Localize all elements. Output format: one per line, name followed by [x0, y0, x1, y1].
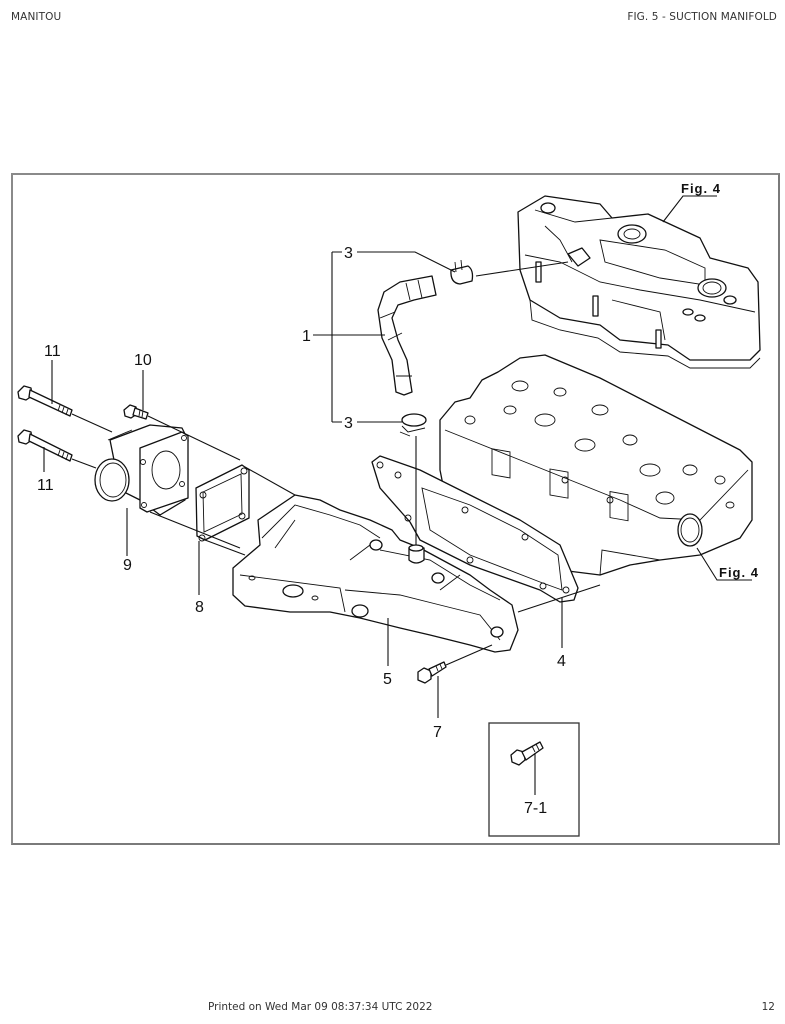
bolt-10-axis [147, 415, 241, 461]
bolt-11-upper [17, 385, 73, 417]
hose-clamp-upper [450, 259, 474, 285]
figure-title: FIG. 5 - SUCTION MANIFOLD [627, 11, 777, 23]
suction-manifold [232, 494, 519, 653]
bolt-7-axis [445, 644, 493, 666]
bolt-7 [417, 661, 447, 684]
assembly-axis-c [204, 539, 246, 556]
brand-name: MANITOU [11, 11, 62, 23]
printed-timestamp: Printed on Wed Mar 09 08:37:34 UTC 2022 [208, 1001, 433, 1013]
assembly-axis-a [149, 511, 241, 549]
bolt-10 [123, 404, 149, 420]
fig-ref-leader-lower [696, 547, 752, 581]
callout-11-lower: 11 [37, 477, 54, 494]
bolt-11-lower [17, 429, 73, 462]
bolt-11-lower-axis [71, 458, 97, 469]
callout-10: 10 [134, 352, 152, 369]
manifold-gasket [371, 455, 579, 603]
fig-ref-lower: Fig. 4 [719, 565, 759, 580]
callout-7-1: 7-1 [524, 800, 547, 817]
valve-cover [517, 195, 761, 369]
callout-8: 8 [195, 599, 204, 616]
inset-box-7-1 [488, 722, 580, 837]
assembly-axis-b [244, 466, 296, 496]
callout-9: 9 [123, 557, 132, 574]
callout-1: 1 [302, 328, 311, 345]
callout-11-upper: 11 [44, 343, 61, 360]
diagram-frame [11, 173, 780, 845]
callout-4: 4 [557, 653, 566, 670]
hose [377, 275, 437, 396]
fig-ref-leader-upper [662, 195, 717, 223]
hose-clamp-lower [399, 413, 427, 437]
intake-gasket [195, 464, 250, 542]
page-number: 12 [761, 1001, 775, 1013]
assembly-axis-d [517, 584, 601, 613]
bracket-1-3 [331, 251, 342, 423]
callout-5: 5 [383, 671, 392, 688]
leader-3-upper [357, 251, 456, 273]
hose-axis-upper [475, 261, 569, 277]
callout-3-lower: 3 [344, 415, 353, 432]
callout-7: 7 [433, 724, 442, 741]
bolt-11-upper-axis [71, 413, 113, 433]
callout-3-upper: 3 [344, 245, 353, 262]
bolt-7-1 [510, 741, 544, 766]
intake-elbow [94, 424, 189, 516]
fig-ref-upper: Fig. 4 [681, 181, 721, 196]
